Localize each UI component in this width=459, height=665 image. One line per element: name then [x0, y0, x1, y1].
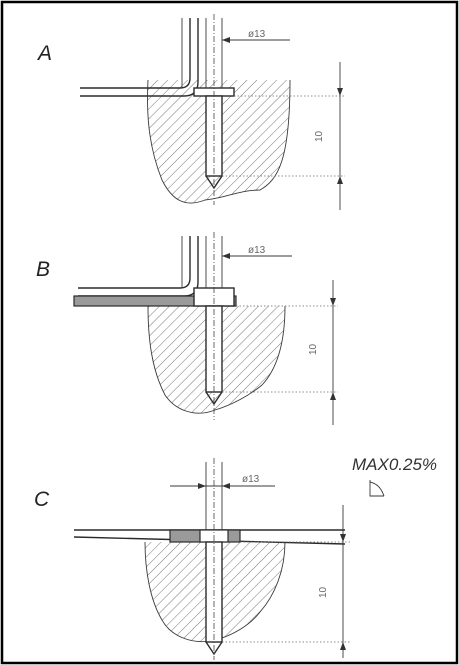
- depth-label-c: 10: [318, 586, 329, 598]
- pin-tip-b: [205, 391, 223, 406]
- depth-arrow-a1: [337, 88, 343, 96]
- bracket-b: [78, 236, 191, 289]
- dia-arrow-c1: [198, 483, 206, 489]
- bracket-inner-b: [78, 236, 199, 297]
- depth-arrow-c2: [340, 642, 346, 650]
- depth-arrow-c1: [340, 534, 346, 542]
- diameter-label-c: ø13: [242, 474, 260, 485]
- dia-arrow-c2: [222, 483, 230, 489]
- diameter-label-a: ø13: [248, 29, 266, 40]
- bracket-a: [80, 18, 191, 89]
- shim-b: [73, 295, 237, 307]
- depth-label-a: 10: [314, 130, 325, 142]
- view-b: B ø13 10: [36, 232, 338, 425]
- view-label-a: A: [36, 42, 52, 65]
- view-a: A ø13 10: [36, 14, 345, 210]
- view-c: C MAX0.25% ø13 10: [34, 455, 437, 660]
- dia-arrow-b: [222, 253, 230, 259]
- angle-symbol-icon: [369, 480, 385, 497]
- depth-arrow-b1: [330, 298, 336, 306]
- depth-arrow-a2: [337, 176, 343, 184]
- depth-label-b: 10: [308, 343, 319, 355]
- dia-arrow-a: [222, 37, 230, 43]
- base-outline-b: [147, 305, 286, 414]
- view-label-c: C: [34, 488, 50, 511]
- view-label-b: B: [36, 258, 50, 281]
- base-outline-a: [147, 79, 291, 204]
- tolerance-note: MAX0.25%: [352, 455, 437, 474]
- depth-arrow-b2: [330, 392, 336, 400]
- diameter-label-b: ø13: [248, 245, 266, 256]
